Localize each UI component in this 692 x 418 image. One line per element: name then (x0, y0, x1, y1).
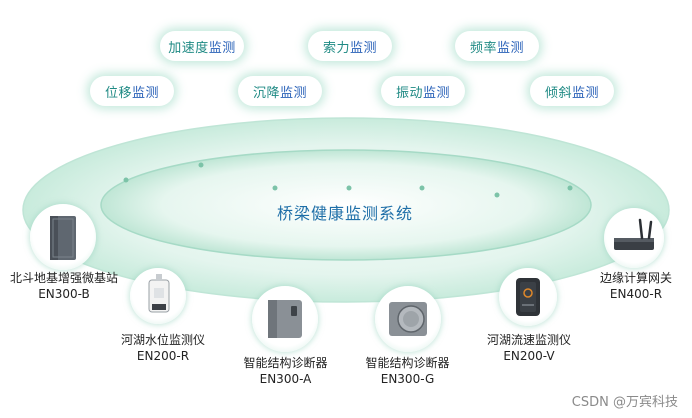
monitor-label-a: 位移 (104, 85, 132, 101)
device-label-diagnostic-a: 智能结构诊断器 EN300-A (228, 355, 343, 387)
device-model: EN300-B (38, 287, 90, 301)
device-label-water-level: 河湖水位监测仪 EN200-R (108, 332, 218, 364)
device-name: 智能结构诊断器 (365, 356, 450, 370)
monitor-label-b: 监测 (350, 40, 378, 56)
connector-endpoints (123, 162, 573, 198)
device-label-diagnostic-g: 智能结构诊断器 EN300-G (350, 355, 465, 387)
device-name: 北斗地基增强微基站 (9, 271, 118, 285)
flow-velocity-sensor-icon (516, 278, 540, 316)
monitor-pill-settlement: 沉降监测 (238, 76, 322, 106)
watermark: CSDN @万宾科技 (571, 395, 678, 410)
system-title: 桥梁健康监测系统 (276, 204, 413, 223)
monitor-pill-cable-force: 索力监测 (308, 31, 392, 61)
edge-gateway-icon (614, 218, 654, 250)
monitor-label-b: 监测 (280, 85, 308, 101)
monitor-label-a: 索力 (322, 40, 350, 56)
monitor-label-a: 振动 (395, 85, 423, 101)
monitor-pill-acceleration: 加速度监测 (160, 31, 244, 61)
device-name: 边缘计算网关 (599, 271, 672, 285)
monitor-pill-tilt: 倾斜监测 (530, 76, 614, 106)
water-level-sensor-icon (148, 274, 170, 313)
monitor-label-b: 监测 (423, 85, 451, 101)
connector-lines (125, 60, 571, 195)
device-model: EN200-R (136, 349, 190, 363)
monitor-label-a: 沉降 (252, 85, 280, 101)
device-label-edge-gateway: 边缘计算网关 EN400-R (588, 270, 684, 302)
device-name: 智能结构诊断器 (243, 356, 328, 370)
monitor-label-a: 频率 (469, 40, 497, 56)
device-model: EN300-G (380, 372, 435, 386)
monitor-label-b: 监测 (497, 40, 525, 56)
monitor-pill-displacement: 位移监测 (90, 76, 174, 106)
structure-diagnostic-icon (268, 300, 302, 338)
device-model: EN400-R (609, 287, 663, 301)
structure-diagnostic-round-icon (389, 302, 427, 336)
monitor-pill-vibration: 振动监测 (381, 76, 465, 106)
device-model: EN200-V (503, 349, 555, 363)
device-label-base-station: 北斗地基增强微基站 EN300-B (4, 270, 124, 302)
device-model: EN300-A (259, 372, 312, 386)
monitor-label-a: 倾斜 (544, 85, 572, 101)
base-station-icon (50, 216, 76, 260)
monitor-pill-frequency: 频率监测 (455, 31, 539, 61)
device-name: 河湖流速监测仪 (486, 333, 571, 347)
monitor-label-b: 监测 (572, 85, 600, 101)
device-label-flow-velocity: 河湖流速监测仪 EN200-V (474, 332, 584, 364)
inner-platform-ellipse (100, 149, 592, 261)
monitor-label-b: 监测 (132, 85, 160, 101)
device-name: 河湖水位监测仪 (120, 333, 205, 347)
monitor-label-a: 加速度 (168, 40, 209, 56)
monitor-label-b: 监测 (208, 40, 236, 56)
